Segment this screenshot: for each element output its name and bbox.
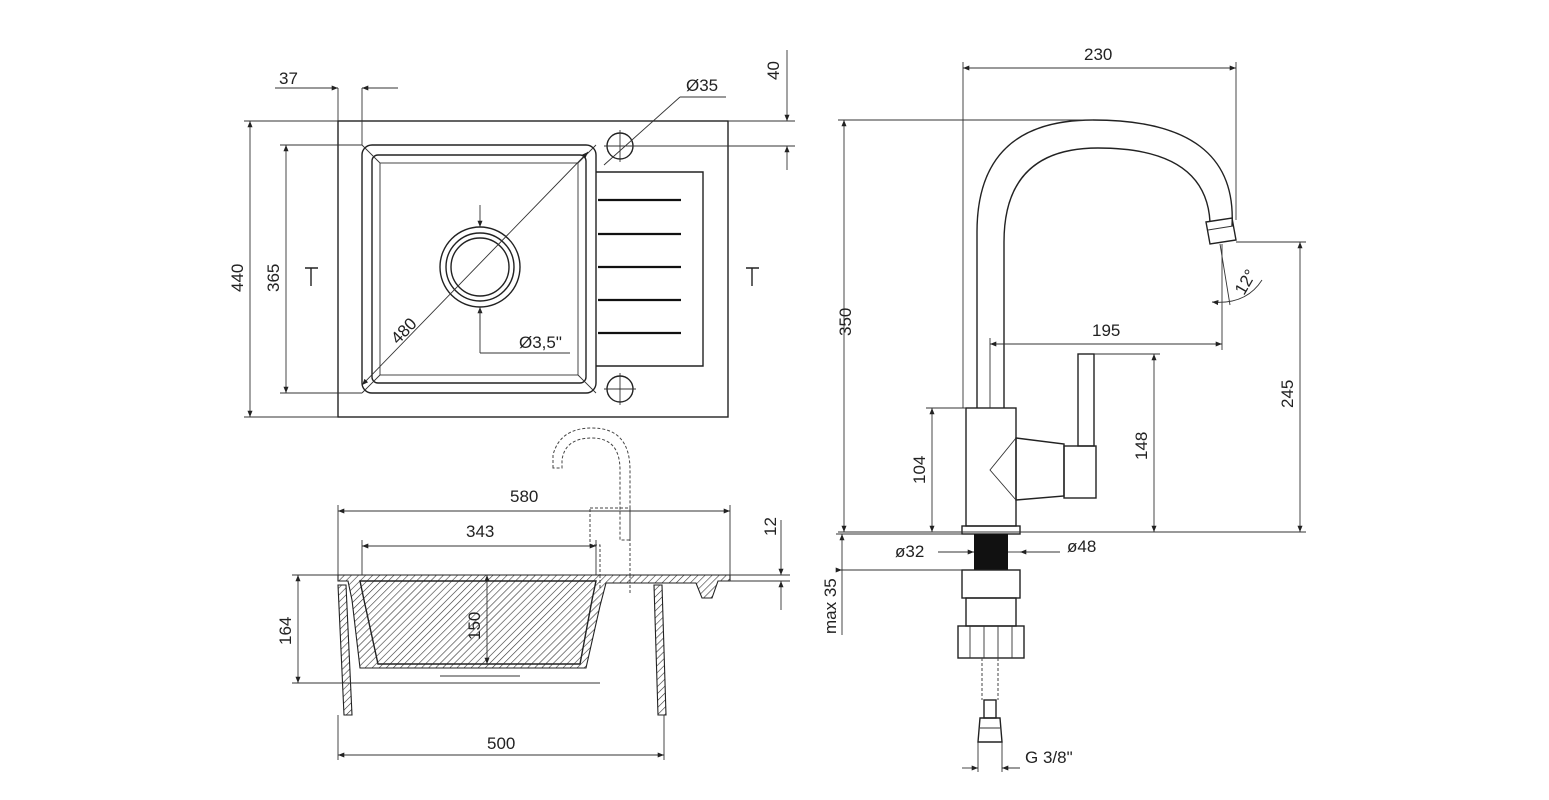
dim-rim-thickness: 12 <box>761 517 780 536</box>
dim-shank-diameter: ø32 <box>895 542 924 561</box>
dim-spout-reach: 195 <box>1092 321 1120 340</box>
dim-cabinet-width: 500 <box>487 734 515 753</box>
faucet-side-view: 230 350 12° 195 245 148 104 ø32 ø48 max … <box>821 45 1306 772</box>
dim-body-height: 104 <box>910 456 929 484</box>
dim-bowl-height: 150 <box>465 612 484 640</box>
dim-total-height: 164 <box>276 617 295 645</box>
dim-bowl-depth: 365 <box>264 264 283 292</box>
dim-lever-height: 148 <box>1132 432 1151 460</box>
dim-faucet-spout-height: 245 <box>1278 380 1297 408</box>
dim-max-deck-thickness: max 35 <box>821 578 840 634</box>
drainer-ribs <box>598 198 681 335</box>
dim-faucet-height: 350 <box>836 308 855 336</box>
dim-bowl-width: 343 <box>466 522 494 541</box>
dim-waste-diameter: Ø3,5" <box>519 333 562 352</box>
dim-tap-hole-diameter: Ø35 <box>686 76 718 95</box>
dim-top-hole-offset: 40 <box>764 61 783 80</box>
sink-top-view: 37 40 Ø35 440 365 480 Ø3,5" <box>228 50 795 418</box>
sink-section-view: 580 343 12 164 150 500 <box>276 427 790 760</box>
dim-top-side-offset: 37 <box>279 69 298 88</box>
dim-bowl-diagonal: 480 <box>387 314 420 348</box>
dim-spout-angle: 12° <box>1231 266 1260 298</box>
dim-overall-depth: 440 <box>228 264 247 292</box>
dim-connection-thread: G 3/8" <box>1025 748 1073 767</box>
dim-faucet-reach-total: 230 <box>1084 45 1112 64</box>
dim-base-diameter: ø48 <box>1067 537 1096 556</box>
dim-overall-width: 580 <box>510 487 538 506</box>
